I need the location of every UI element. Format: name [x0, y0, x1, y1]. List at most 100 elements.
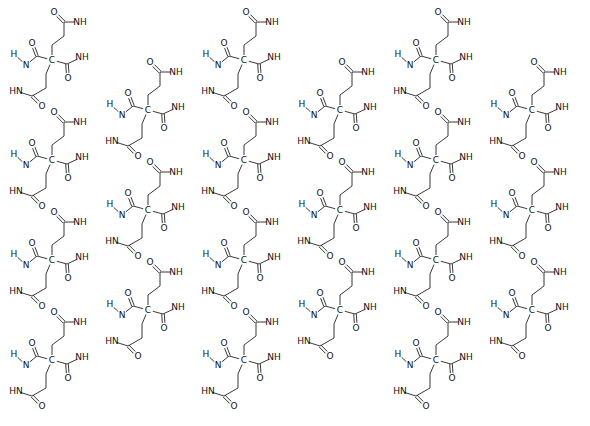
atom-label: NH: [169, 68, 183, 77]
bond-line: [249, 61, 259, 64]
bond-line: [510, 206, 517, 212]
bond-line: [129, 198, 132, 206]
bond-line: [30, 256, 37, 262]
bond-line: [352, 72, 353, 86]
bond-line: [346, 165, 352, 171]
bond-line: [64, 322, 65, 336]
bond-line: [131, 197, 134, 205]
atom-label: O: [422, 402, 429, 411]
bond-line: [436, 236, 448, 245]
atom-label: O: [338, 158, 345, 167]
bond-line: [154, 265, 160, 271]
bond-line: [402, 57, 407, 61]
atom-label: HN: [489, 337, 503, 346]
bond-line: [161, 114, 163, 123]
atom-label: NH: [555, 103, 569, 112]
bond-line: [129, 245, 135, 251]
atom-label: H: [11, 50, 18, 59]
bond-line: [58, 15, 64, 21]
bond-line: [142, 215, 146, 224]
bond-line: [345, 166, 351, 172]
bond-line: [414, 156, 421, 162]
bond-line: [127, 147, 133, 153]
atom-label: H: [11, 150, 18, 159]
atom-label: O: [412, 139, 419, 148]
bond-line: [249, 16, 255, 22]
atom-label: NH: [75, 353, 89, 362]
atom-label: NH: [553, 68, 567, 77]
bond-line: [250, 315, 256, 321]
bond-line: [33, 48, 36, 56]
bond-line: [417, 95, 423, 101]
bond-line: [548, 314, 550, 323]
bond-line: [249, 161, 259, 164]
bond-line: [225, 295, 231, 301]
atom-label: O: [448, 374, 455, 383]
bond-line: [64, 222, 65, 236]
atom-label: N: [215, 161, 222, 170]
bond-line: [345, 311, 355, 314]
atom-label: NH: [75, 153, 89, 162]
atom-label: N: [215, 261, 222, 270]
atom-label: O: [530, 158, 537, 167]
bond-line: [421, 356, 431, 359]
atom-label: O: [64, 174, 71, 183]
bond-line: [442, 215, 448, 221]
atom-label: HN: [489, 137, 503, 146]
bond-line: [57, 161, 67, 164]
bond-line: [345, 211, 355, 214]
atom-label: N: [215, 61, 222, 70]
atom-label: C: [241, 256, 247, 265]
bond-line: [513, 145, 519, 151]
bond-line: [131, 97, 134, 105]
atom-label: H: [299, 100, 306, 109]
bond-line: [65, 164, 67, 173]
atom-label: NH: [75, 253, 89, 262]
bond-line: [58, 315, 64, 321]
bond-line: [129, 98, 132, 106]
bond-line: [57, 216, 63, 222]
bond-line: [442, 115, 448, 121]
bond-line: [416, 88, 430, 96]
atom-label: O: [38, 102, 45, 111]
atom-label: O: [544, 224, 551, 233]
bond-line: [430, 74, 431, 88]
bond-line: [430, 265, 434, 274]
bond-line: [321, 145, 327, 151]
molecule-unit: [210, 215, 270, 304]
bond-line: [142, 115, 146, 124]
atom-label: O: [146, 258, 153, 267]
bond-line: [249, 216, 255, 222]
bond-line: [65, 264, 67, 273]
bond-line: [142, 324, 143, 338]
bond-line: [164, 314, 166, 323]
bond-line: [31, 97, 37, 103]
atom-label: HN: [201, 187, 215, 196]
atom-label: O: [326, 152, 333, 161]
atom-label: HN: [297, 337, 311, 346]
bond-line: [37, 56, 47, 59]
bond-line: [68, 164, 70, 173]
atom-label: O: [242, 308, 249, 317]
bond-line: [52, 236, 64, 245]
atom-label: O: [412, 339, 419, 348]
atom-label: O: [530, 258, 537, 267]
atom-label: O: [28, 239, 35, 248]
atom-label: NH: [553, 268, 567, 277]
atom-label: NH: [361, 68, 375, 77]
bond-line: [30, 356, 37, 362]
atom-label: HN: [393, 187, 407, 196]
bond-line: [441, 16, 447, 22]
bond-line: [334, 115, 338, 124]
bond-line: [402, 157, 407, 161]
atom-label: O: [508, 189, 515, 198]
bond-line: [537, 66, 543, 72]
bond-line: [256, 222, 257, 236]
bond-line: [441, 61, 451, 64]
atom-label: HN: [297, 237, 311, 246]
atom-label: O: [230, 302, 237, 311]
molecule-unit: [114, 265, 174, 354]
atom-label: HN: [9, 187, 23, 196]
bond-line: [318, 106, 325, 112]
atom-label: O: [256, 74, 263, 83]
